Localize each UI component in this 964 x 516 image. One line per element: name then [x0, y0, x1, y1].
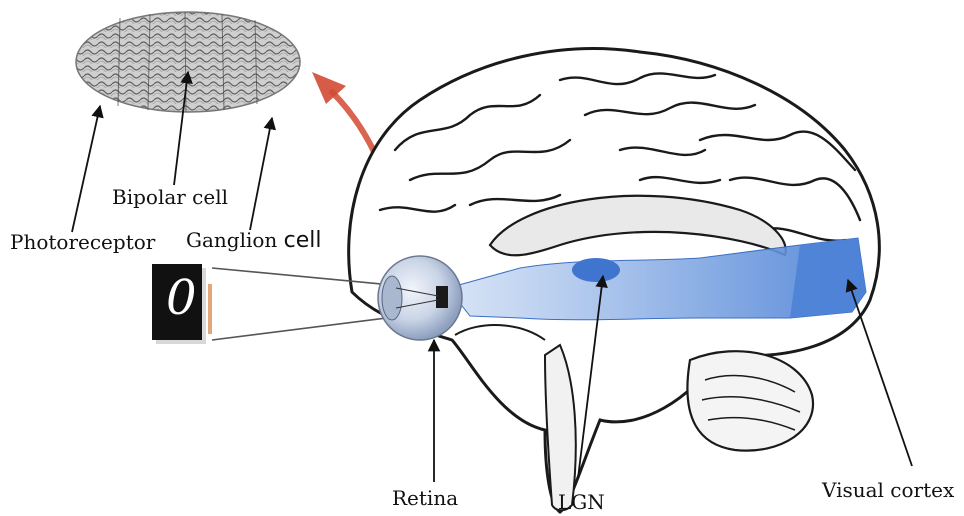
projection-line-bottom [212, 316, 402, 340]
label-lgn: LGN [558, 492, 605, 512]
stimulus-screen-bar [208, 284, 212, 334]
label-bipolar-cell: Bipolar cell [112, 187, 228, 207]
arrow-visual-cortex [848, 280, 912, 466]
label-ganglion-cell-suffix: cell [284, 228, 322, 253]
label-photoreceptor: Photoreceptor [10, 232, 155, 252]
eye-retina-image [436, 286, 448, 308]
cerebellum [687, 351, 813, 450]
arrow-photoreceptor [72, 106, 100, 232]
lgn-region [572, 258, 620, 282]
stimulus-digit: 0 [166, 274, 197, 322]
label-ganglion-cell-prefix: Ganglion [186, 228, 284, 252]
eye [378, 256, 462, 340]
retina-section [76, 12, 300, 112]
arrow-ganglion-cell [250, 118, 272, 230]
label-visual-cortex: Visual cortex [822, 480, 954, 500]
eye-lens [382, 276, 402, 320]
label-retina: Retina [392, 488, 458, 508]
visual-cortex-region [790, 238, 866, 318]
label-ganglion-cell: Ganglion cell [186, 230, 322, 252]
